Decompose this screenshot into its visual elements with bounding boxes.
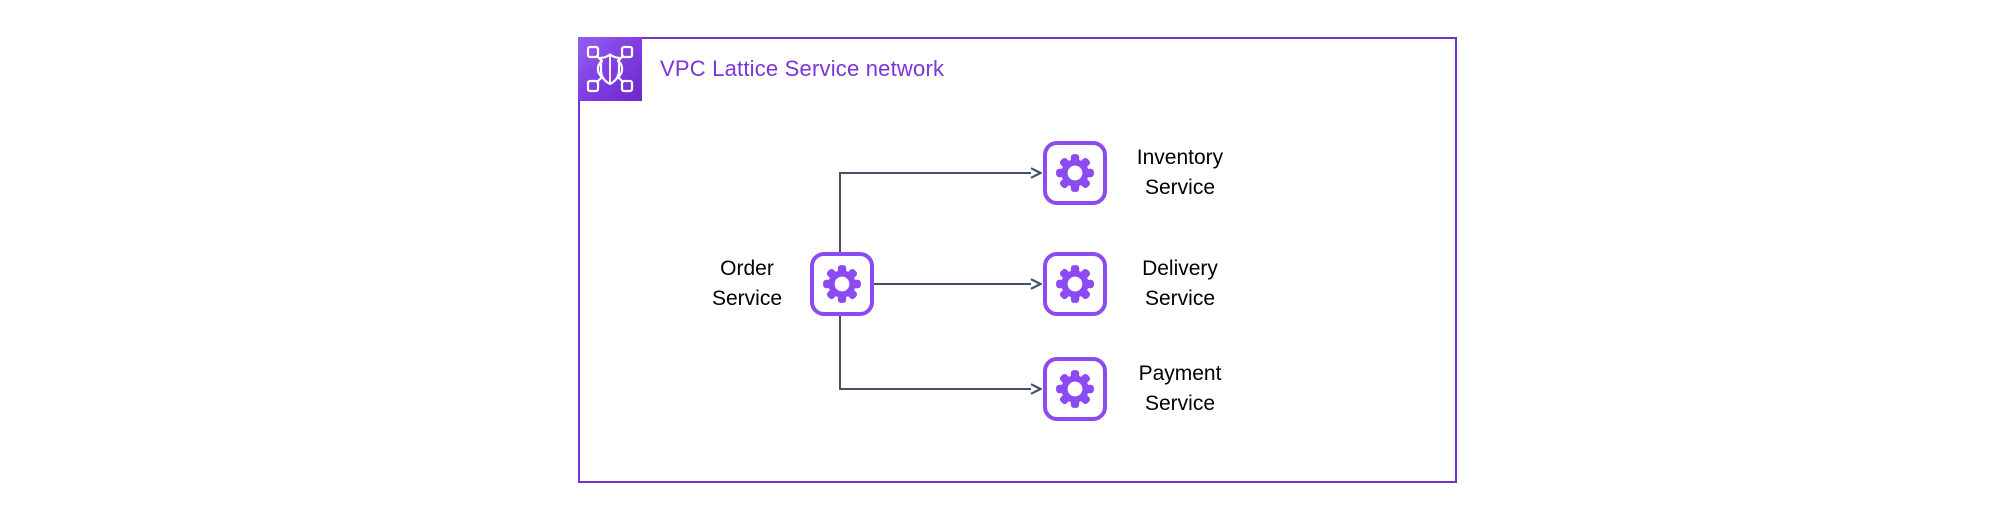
label-line-2: Service — [1144, 176, 1216, 199]
node-inventory-service — [1043, 141, 1107, 205]
gear-icon — [1056, 265, 1094, 303]
node-order-service — [810, 252, 874, 316]
vpc-lattice-network-container — [578, 37, 1457, 483]
label-line-1: Payment — [1138, 362, 1222, 385]
node-label-delivery-service: Delivery Service — [1110, 254, 1250, 314]
node-label-payment-service: Payment Service — [1110, 359, 1250, 419]
vpc-lattice-icon — [578, 37, 642, 101]
label-line-2: Service — [711, 287, 783, 310]
label-line-1: Delivery — [1142, 257, 1218, 280]
node-label-inventory-service: Inventory Service — [1110, 143, 1250, 203]
node-payment-service — [1043, 357, 1107, 421]
label-line-1: Order — [720, 257, 774, 280]
gear-icon — [823, 265, 861, 303]
label-line-2: Service — [1144, 392, 1216, 415]
diagram-title: VPC Lattice Service network — [660, 56, 945, 81]
label-line-2: Service — [1144, 287, 1216, 310]
node-delivery-service — [1043, 252, 1107, 316]
gear-icon — [1056, 154, 1094, 192]
node-label-order-service: Order Service — [677, 254, 817, 314]
label-line-1: Inventory — [1136, 146, 1224, 169]
gear-icon — [1056, 370, 1094, 408]
